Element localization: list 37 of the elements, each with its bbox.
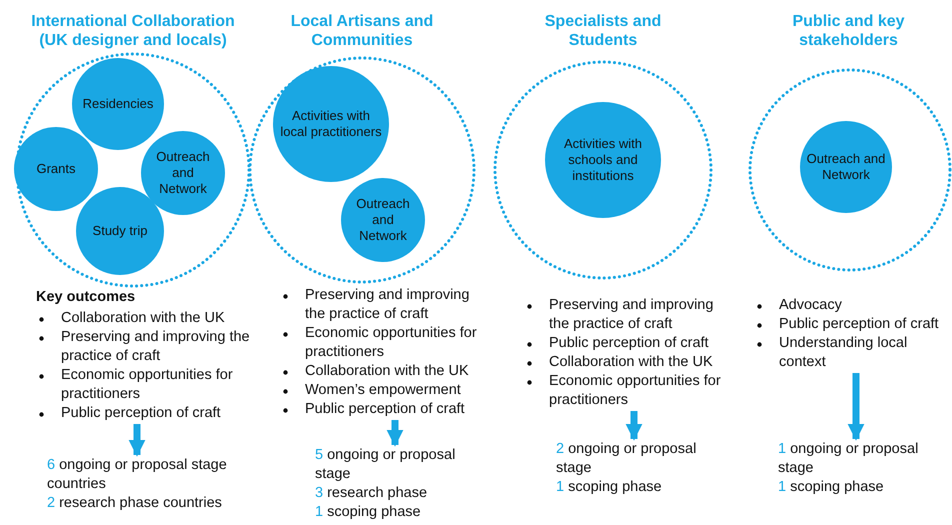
bullet-text: Public perception of craft — [779, 316, 939, 332]
bullet-text: Public perception of craft — [305, 401, 465, 417]
activity-circle: Grants — [14, 127, 98, 211]
group-heading: International Collaboration (UK designer and locals) — [30, 12, 236, 50]
bullet-text: Advocacy — [779, 297, 842, 313]
group-heading: Public and key stakeholders — [791, 12, 906, 50]
bullet-text: Public perception of craft — [549, 335, 709, 351]
bullet-text: Preserving and improving the practice of craft — [305, 287, 470, 322]
activity-circle: Outreach and Network — [141, 131, 225, 215]
bullet-text: Preserving and improving the practice of craft — [61, 329, 250, 364]
outcomes-heading: Key outcomes — [36, 289, 136, 305]
bullet-text: Collaboration with the UK — [305, 363, 469, 379]
group-heading: Specialists and Students — [544, 12, 662, 50]
activity-circle: Residencies — [72, 58, 164, 150]
activity-circle: Activities with local practitioners — [273, 66, 389, 182]
bullet-text: Understanding local context — [779, 335, 908, 370]
down-arrow — [848, 373, 864, 441]
count-text: 3 research phase — [315, 484, 428, 503]
bullet-text: Collaboration with the UK — [61, 310, 225, 326]
activity-circle: Outreach and Network — [800, 121, 892, 213]
bullet-text: Collaboration with the UK — [549, 354, 713, 370]
bullet-text: Economic opportunities for practitioners — [305, 325, 477, 360]
down-arrow — [128, 424, 146, 457]
bullet-text: Public perception of craft — [61, 405, 221, 421]
bullet-text: Preserving and improving the practice of craft — [549, 297, 714, 332]
count-text: 1 scoping phase — [556, 478, 663, 497]
down-arrow — [626, 411, 642, 441]
activity-circle: Activities with schools and institutions — [545, 102, 661, 218]
down-arrow — [386, 420, 404, 447]
bullet-text: Women’s empowerment — [305, 382, 461, 398]
bullet-text: Economic opportunities for practitioners — [61, 367, 233, 402]
count-text: 1 scoping phase — [315, 503, 422, 522]
activity-circle: Outreach and Network — [341, 178, 425, 262]
count-text: 1 scoping phase — [778, 478, 885, 497]
count-text: 2 research phase countries — [47, 494, 223, 513]
group-heading: Local Artisans and Communities — [290, 12, 434, 50]
bullet-text: Economic opportunities for practitioners — [549, 373, 721, 408]
